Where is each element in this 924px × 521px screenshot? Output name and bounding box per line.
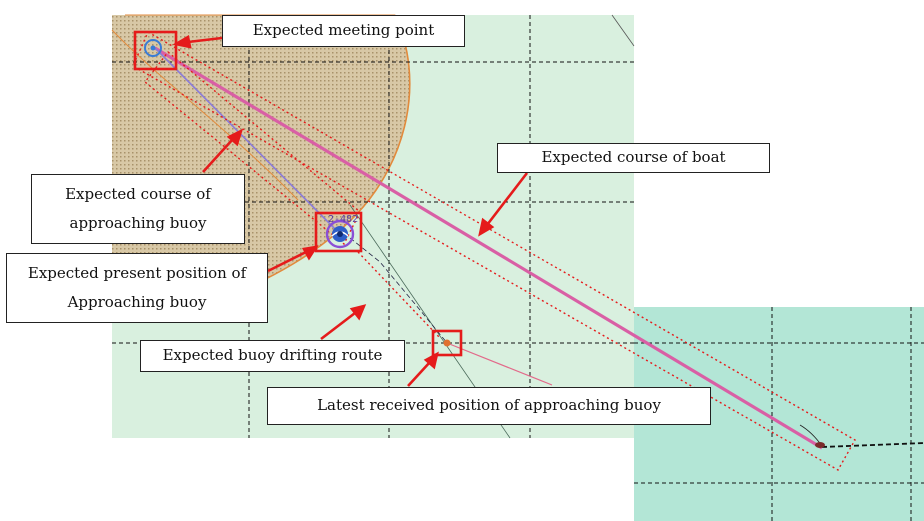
drift-route-line	[349, 237, 448, 344]
coastline	[223, 14, 411, 298]
arc-line	[111, 29, 299, 201]
label-present-position-line2: Approaching buoy	[67, 293, 207, 311]
buoy-course-line	[154, 47, 341, 235]
label-buoy-course-line2: approaching buoy	[69, 214, 207, 232]
label-expected-drifting-route: Expected buoy drifting route	[140, 340, 405, 372]
latest-position-track	[446, 342, 553, 386]
meeting-point-highlight	[133, 30, 178, 71]
meeting-point-marker[interactable]	[144, 39, 162, 57]
buoy-symbol-icon[interactable]	[325, 219, 355, 249]
latest-position-highlight	[431, 329, 463, 357]
callout-arrows	[172, 34, 529, 387]
label-expected-course-of-buoy: Expected course of approaching buoy	[31, 174, 245, 244]
buoy-id-label: 2-482	[328, 214, 358, 225]
label-expected-present-position: Expected present position of Approaching…	[6, 253, 268, 323]
latest-position-dot-icon[interactable]	[443, 339, 451, 347]
label-latest-received-position: Latest received position of approaching …	[267, 387, 711, 425]
boat-course-line	[154, 46, 823, 450]
label-present-position-line1: Expected present position of	[27, 263, 247, 282]
label-expected-meeting-point: Expected meeting point	[222, 15, 465, 47]
label-expected-course-of-boat: Expected course of boat	[497, 143, 770, 173]
boat-course-corridor	[132, 31, 856, 471]
label-buoy-course-line1: Expected course of	[65, 184, 211, 203]
buoy-course-corridor	[144, 50, 361, 246]
depth-contour	[611, 14, 635, 47]
present-position-highlight	[314, 211, 363, 253]
boat-track	[821, 442, 924, 448]
boat-icon[interactable]	[799, 424, 825, 448]
grid-inset	[634, 307, 924, 521]
